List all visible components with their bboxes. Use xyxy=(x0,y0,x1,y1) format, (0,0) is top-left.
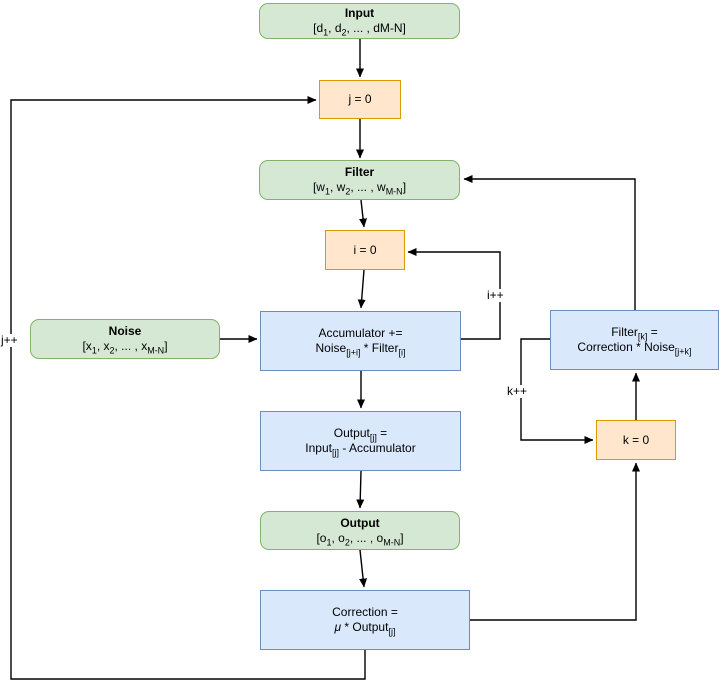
node-k0: k = 0 xyxy=(596,420,676,460)
node-filter-k: Filter[k] =Correction * Noise[j+k] xyxy=(550,310,719,370)
node-filter-formula: [w1, w2, ... , wM-N] xyxy=(312,180,407,197)
node-filter-k-formula: Filter[k] =Correction * Noise[j+k] xyxy=(577,325,692,357)
node-j0-label: j = 0 xyxy=(348,92,372,106)
node-noise-title: Noise xyxy=(108,324,142,338)
edge-i0-to-accumulator xyxy=(357,269,366,309)
node-noise-formula: [x1, x2, ... , xM-N] xyxy=(82,339,168,356)
node-output: Output [o1, o2, ... , oM-N] xyxy=(260,511,460,550)
node-correction-formula: Correction =μ * Output[j] xyxy=(332,605,398,637)
node-correction: Correction =μ * Output[j] xyxy=(260,590,470,650)
node-j0: j = 0 xyxy=(319,80,401,119)
node-accumulator: Accumulator +=Noise[j+i] * Filter[i] xyxy=(260,311,461,371)
node-input-title: Input xyxy=(344,6,375,20)
node-filter-title: Filter xyxy=(344,165,375,179)
edge-filter-to-i0 xyxy=(359,199,368,228)
edge-outputj-to-output xyxy=(356,470,365,509)
edge-label-k-increment: k++ xyxy=(506,384,529,398)
edge-filterk-to-filter xyxy=(463,175,636,310)
edge-label-i-increment: i++ xyxy=(486,288,505,302)
edge-correction-to-k0 xyxy=(470,462,640,621)
node-k0-label: k = 0 xyxy=(622,432,650,447)
node-output-j: Output[j] =Input[j] - Accumulator xyxy=(260,411,461,471)
node-input: Input [d1, d2, ... , dM-N] xyxy=(259,3,460,39)
node-output-formula: [o1, o2, ... , oM-N] xyxy=(316,530,404,547)
node-input-formula: [d1, d2, ... , dM-N] xyxy=(313,21,406,38)
node-filter: Filter [w1, w2, ... , wM-N] xyxy=(259,160,460,200)
edge-label-j-increment: j++ xyxy=(0,333,19,347)
node-output-j-formula: Output[j] =Input[j] - Accumulator xyxy=(305,426,416,458)
edge-output-to-correction xyxy=(359,549,368,588)
node-i0-label: i = 0 xyxy=(353,242,377,257)
node-noise: Noise [x1, x2, ... , xM-N] xyxy=(30,319,220,359)
node-i0: i = 0 xyxy=(325,230,405,270)
node-accumulator-formula: Accumulator +=Noise[j+i] * Filter[i] xyxy=(315,326,406,358)
node-output-title: Output xyxy=(340,515,380,530)
edge-correction-to-j0-jloop xyxy=(10,96,366,680)
